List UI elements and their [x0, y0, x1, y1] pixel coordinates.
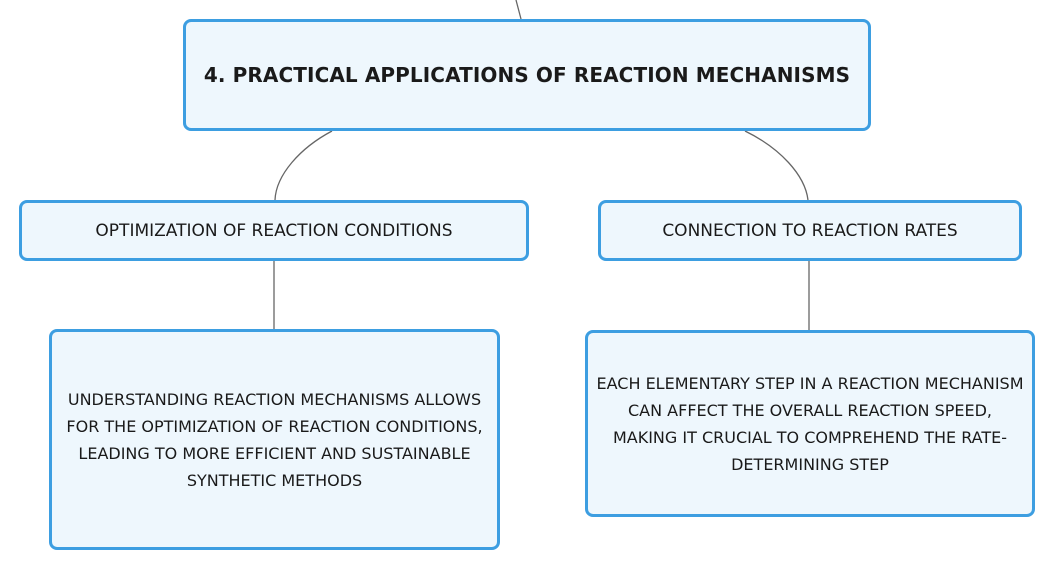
topic-label-connection: CONNECTION TO REACTION RATES	[662, 220, 958, 241]
detail-node-connection[interactable]: EACH ELEMENTARY STEP IN A REACTION MECHA…	[585, 330, 1035, 517]
connector-from-parent	[515, 0, 522, 20]
root-topic-label: 4. PRACTICAL APPLICATIONS OF REACTION ME…	[203, 63, 851, 87]
connector-root-to-optimization	[274, 130, 333, 201]
detail-text-optimization: UNDERSTANDING REACTION MECHANISMS ALLOWS…	[66, 389, 483, 490]
topic-node-optimization[interactable]: OPTIMIZATION OF REACTION CONDITIONS	[19, 200, 529, 261]
connector-root-to-connection	[744, 130, 809, 201]
topic-label-optimization: OPTIMIZATION OF REACTION CONDITIONS	[95, 220, 453, 241]
topic-node-connection[interactable]: CONNECTION TO REACTION RATES	[598, 200, 1022, 261]
detail-text-connection: EACH ELEMENTARY STEP IN A REACTION MECHA…	[596, 373, 1024, 474]
root-topic-node[interactable]: 4. PRACTICAL APPLICATIONS OF REACTION ME…	[183, 19, 871, 131]
detail-node-optimization[interactable]: UNDERSTANDING REACTION MECHANISMS ALLOWS…	[49, 329, 500, 550]
